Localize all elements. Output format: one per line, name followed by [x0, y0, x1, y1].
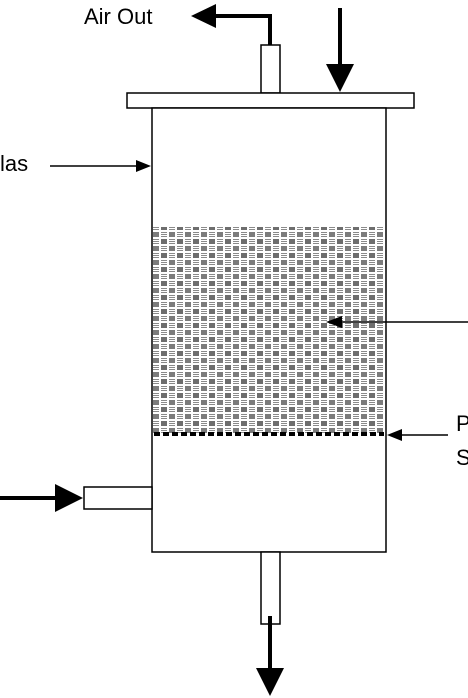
air-out-arrow-line	[210, 14, 272, 45]
bottom-outlet-arrowhead	[256, 668, 284, 696]
bottom-outlet-pipe	[260, 551, 281, 625]
packing-bed	[153, 227, 385, 433]
top-inlet-arrowhead	[326, 64, 354, 92]
air-out-label: Air Out	[84, 4, 153, 29]
glass-pointer-arrowhead	[136, 160, 151, 172]
glass-label: las	[0, 151, 29, 176]
packing-label-line2: S	[456, 445, 468, 470]
air-out-arrowhead	[191, 4, 216, 28]
packing-label-line1: P	[456, 411, 468, 436]
side-inlet-arrowhead	[55, 484, 83, 512]
top-outlet-pipe	[260, 44, 281, 94]
screen-pointer-arrowhead	[387, 429, 402, 441]
side-inlet-pipe	[83, 486, 153, 510]
packing-pointer-arrowhead	[326, 316, 342, 328]
column-top-cap	[126, 92, 415, 109]
